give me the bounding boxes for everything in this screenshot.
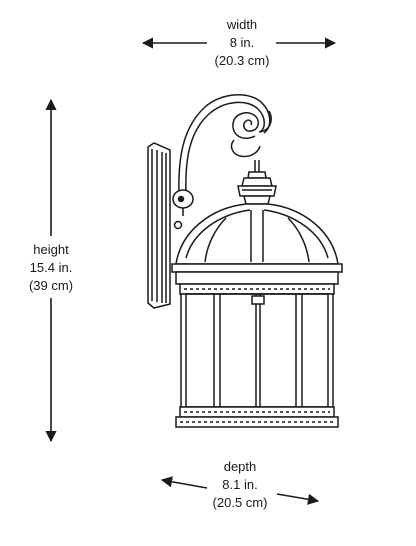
arm-knob [172, 189, 194, 230]
depth-arrow [160, 476, 320, 505]
height-label: height 15.4 in. (39 cm) [6, 241, 96, 295]
height-imperial: 15.4 in. [29, 260, 73, 275]
height-metric: (39 cm) [28, 278, 74, 293]
width-metric: (20.3 cm) [214, 53, 270, 68]
width-title: width [226, 17, 258, 32]
depth-label: depth 8.1 in. (20.5 cm) [185, 458, 295, 512]
finial [237, 171, 277, 205]
wall-backplate [147, 142, 171, 309]
width-imperial: 8 in. [229, 35, 255, 50]
dome-roof [175, 203, 339, 265]
depth-imperial: 8.1 in. [222, 477, 258, 492]
depth-title: depth [223, 459, 257, 474]
scroll-arm [178, 94, 272, 196]
height-title: height [33, 242, 69, 257]
bottom-band [175, 406, 339, 428]
glass-cage [180, 293, 334, 408]
depth-metric: (20.5 cm) [212, 495, 268, 510]
width-label: width 8 in. (20.3 cm) [187, 16, 297, 70]
upper-band [171, 263, 343, 295]
